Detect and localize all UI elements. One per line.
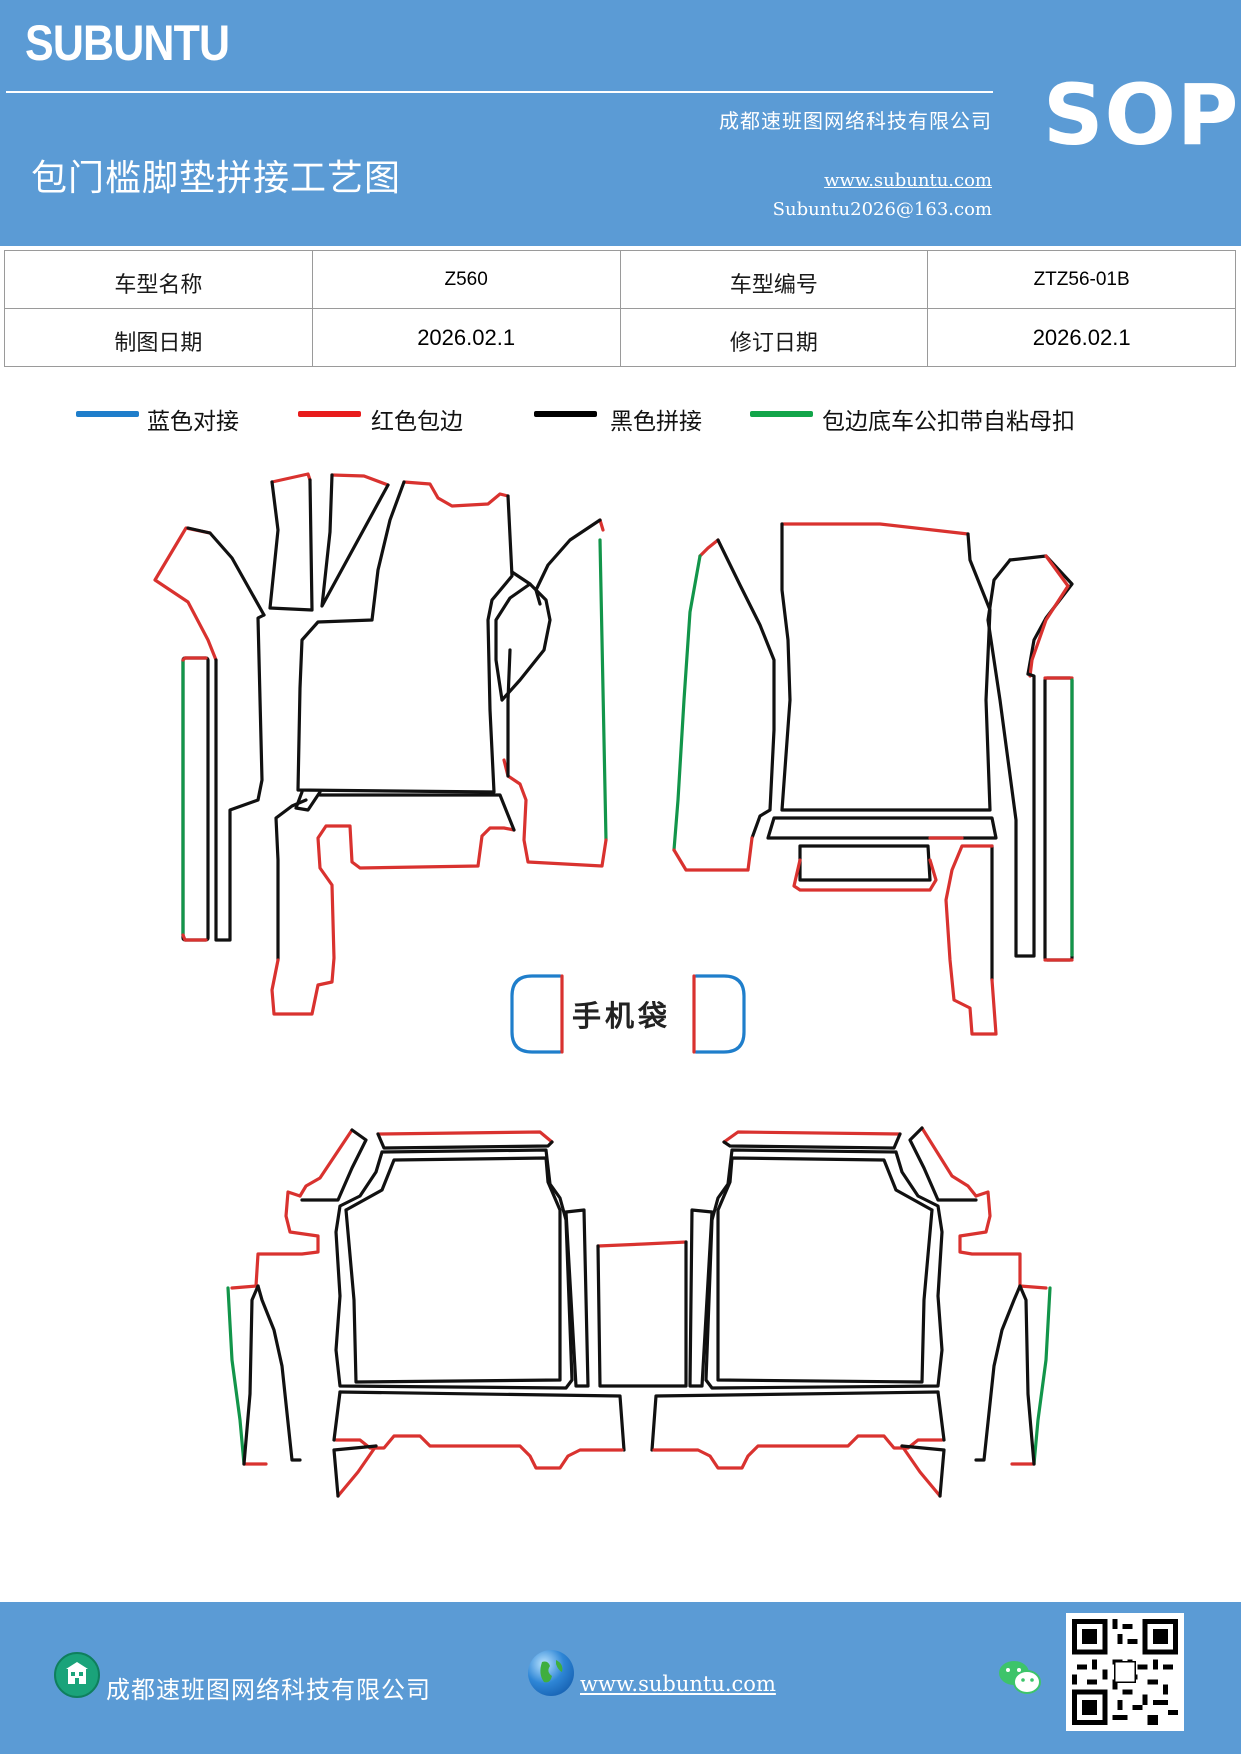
footer-banner: 成都速班图网络科技有限公司 www.subuntu.com — [0, 1602, 1241, 1754]
globe-icon — [528, 1650, 574, 1696]
front-left-mats — [153, 472, 608, 1016]
legend-swatch-green — [750, 411, 813, 417]
phone-pouch-label: 手机袋 — [572, 999, 672, 1033]
revision-date-value: 2026.02.1 — [927, 308, 1236, 367]
drawing-date-label: 制图日期 — [4, 308, 313, 367]
header-website-link[interactable]: www.subuntu.com — [824, 170, 992, 191]
legend-label-red: 红色包边 — [371, 409, 463, 435]
table-row: 车型名称 Z560 车型编号 ZTZ56-01B — [4, 250, 1236, 309]
legend-label-blue: 蓝色对接 — [147, 409, 239, 435]
table-row: 制图日期 2026.02.1 修订日期 2026.02.1 — [4, 308, 1236, 367]
model-code-value: ZTZ56-01B — [927, 250, 1236, 309]
page-title: 包门槛脚垫拼接工艺图 — [31, 158, 402, 199]
header-company-name: 成都速班图网络科技有限公司 — [719, 109, 992, 133]
legend-label-green: 包边底车公扣带自粘母扣 — [822, 409, 1075, 435]
drawing-date-value: 2026.02.1 — [311, 308, 621, 367]
header-banner: SUBUNTU 成都速班图网络科技有限公司 包门槛脚垫拼接工艺图 www.sub… — [0, 0, 1241, 246]
qr-code[interactable] — [1066, 1613, 1184, 1731]
brand-logo: SUBUNTU — [25, 15, 230, 71]
legend-swatch-black — [534, 411, 597, 417]
vehicle-info-table: 车型名称 Z560 车型编号 ZTZ56-01B 制图日期 2026.02.1 … — [4, 250, 1236, 367]
legend-swatch-red — [298, 411, 361, 417]
model-name-label: 车型名称 — [4, 250, 313, 309]
header-divider — [6, 91, 993, 93]
building-icon — [54, 1652, 100, 1698]
qr-code-graphic — [1072, 1619, 1178, 1725]
legend-swatch-blue — [76, 411, 139, 417]
wechat-icon[interactable] — [996, 1658, 1044, 1698]
model-code-label: 车型编号 — [619, 250, 929, 309]
footer-website-link[interactable]: www.subuntu.com — [580, 1672, 776, 1696]
header-email: Subuntu2026@163.com — [772, 199, 992, 220]
footer-company-name: 成都速班图网络科技有限公司 — [106, 1676, 431, 1704]
sop-badge: SOP — [1043, 66, 1240, 164]
line-legend: 蓝色对接 红色包边 黑色拼接 包边底车公扣带自粘母扣 — [0, 402, 1241, 438]
legend-label-black: 黑色拼接 — [610, 409, 702, 435]
front-right-mats — [672, 522, 1074, 1036]
rear-mats — [226, 1126, 1052, 1498]
revision-date-label: 修订日期 — [619, 308, 929, 367]
model-name-value: Z560 — [311, 250, 621, 309]
